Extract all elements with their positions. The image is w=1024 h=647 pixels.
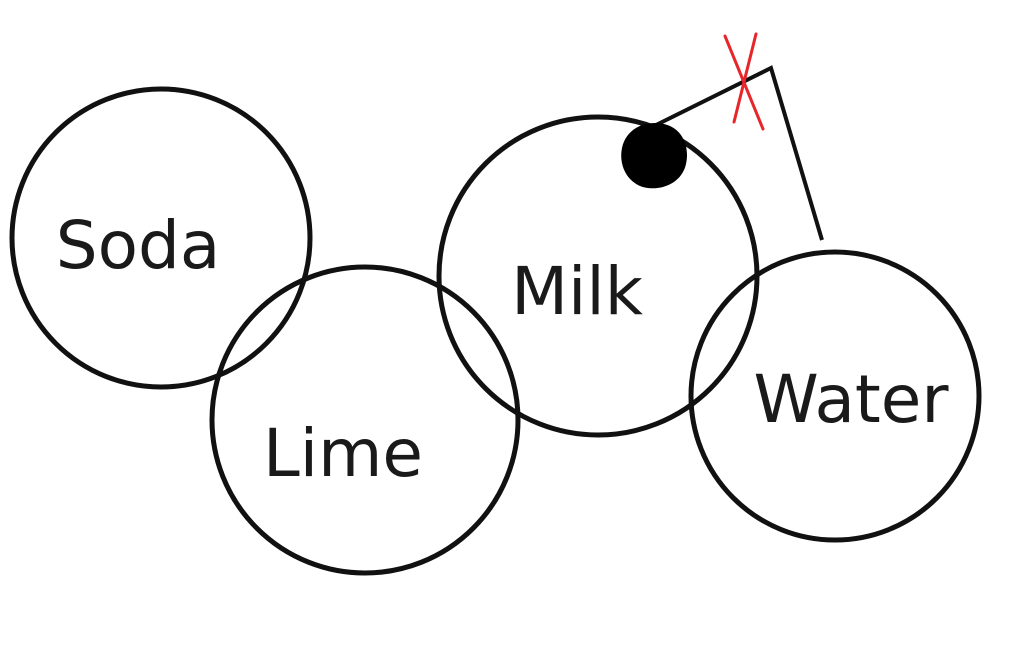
circle-water-label: Water (753, 361, 949, 438)
circle-lime-outline (209, 264, 521, 576)
circle-water-outline (688, 249, 982, 543)
cross-stroke-2 (732, 32, 758, 124)
cross-icon (723, 32, 765, 131)
circle-lime-label: Lime (263, 415, 423, 492)
filled-dot-icon (621, 123, 688, 189)
circle-water: Water (688, 249, 982, 543)
circle-lime: Lime (209, 264, 521, 576)
circle-soda-outline (9, 86, 313, 390)
circle-soda-label: Soda (56, 207, 221, 284)
circle-soda: Soda (9, 86, 313, 390)
circle-milk: Milk (436, 114, 760, 438)
circle-milk-label: Milk (511, 253, 644, 330)
connector-line (651, 65, 824, 241)
